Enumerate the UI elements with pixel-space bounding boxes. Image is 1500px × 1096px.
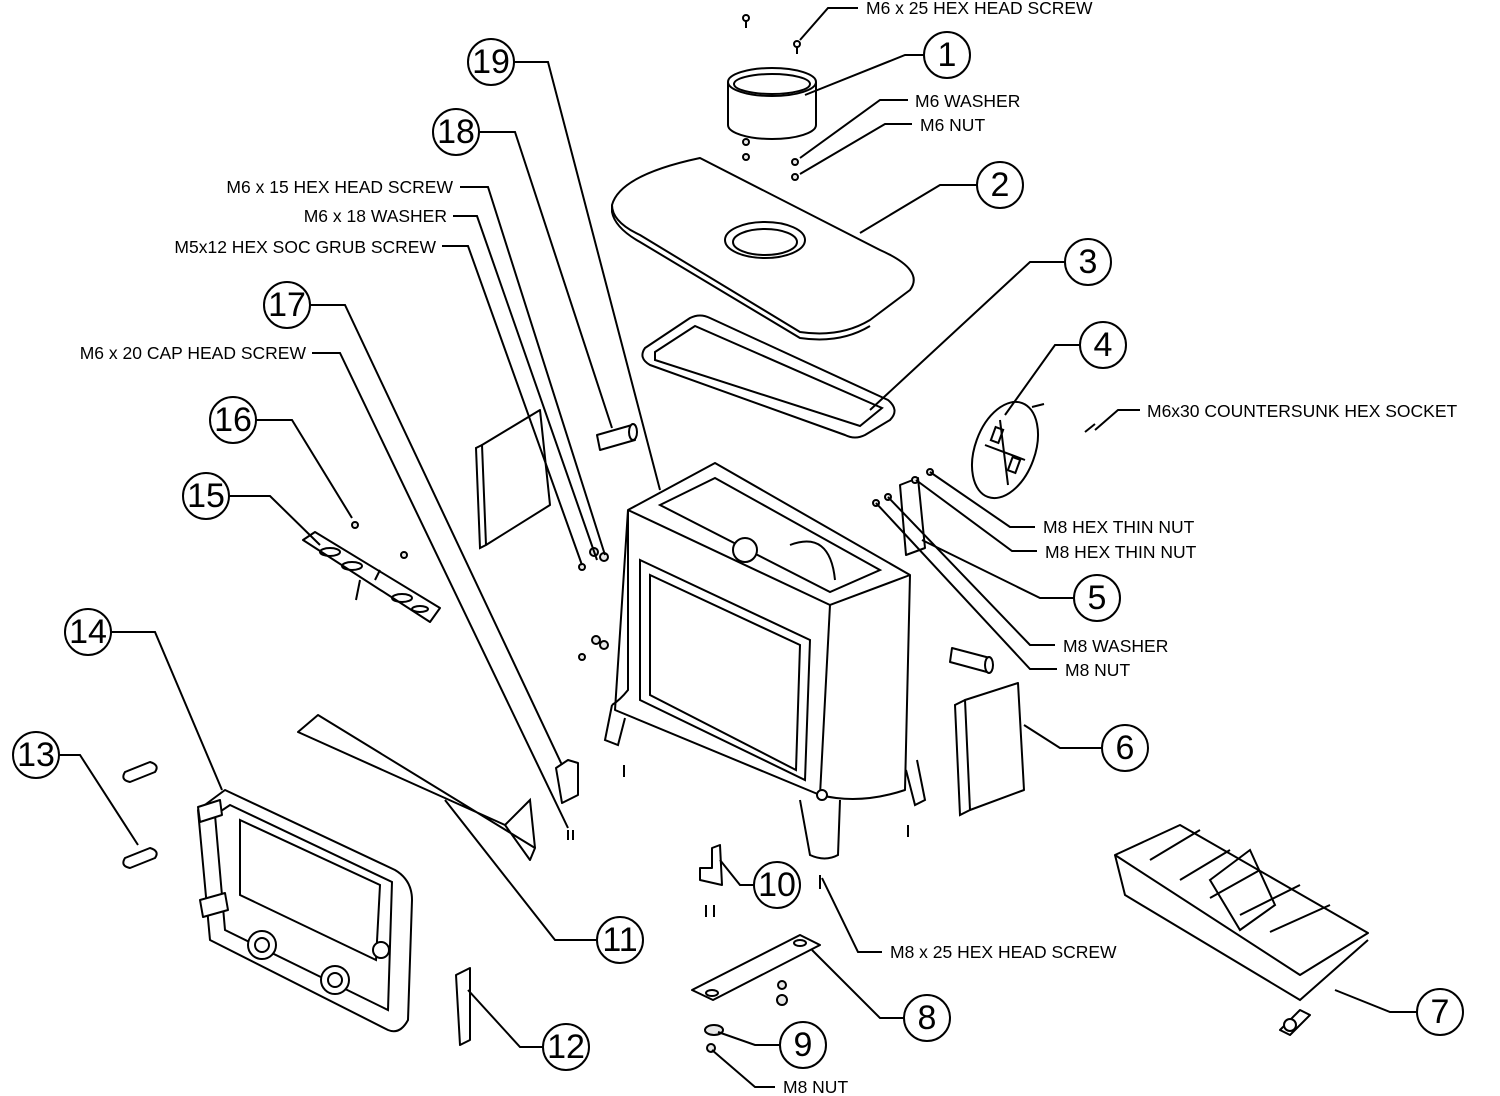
label-m6x15-hex-head-screw: M6 x 15 HEX HEAD SCREW: [226, 177, 453, 197]
balloon-number: 3: [1079, 243, 1098, 281]
part-tubes: [596, 423, 994, 674]
label-m8-washer: M8 WASHER: [1063, 636, 1168, 656]
label-m8-nut-bottom: M8 NUT: [783, 1077, 848, 1096]
balloon-18: 18: [432, 108, 480, 156]
label-m6-nut: M6 NUT: [920, 115, 985, 135]
balloon-7: 7: [1416, 988, 1464, 1036]
balloon-number: 18: [437, 113, 475, 151]
part-screws-top: [742, 14, 801, 181]
balloon-number: 16: [214, 401, 252, 439]
label-m5x12-grub-screw: M5x12 HEX SOC GRUB SCREW: [174, 237, 436, 257]
balloon-number: 5: [1088, 579, 1107, 617]
balloon-number: 1: [938, 36, 957, 74]
part-stove-body: [603, 462, 927, 860]
balloon-1: 1: [923, 31, 971, 79]
balloon-12: 12: [542, 1023, 590, 1071]
part-brick-right: [953, 682, 1025, 817]
balloon-8: 8: [903, 994, 951, 1042]
part-baffle: [302, 531, 441, 623]
balloon-14: 14: [64, 608, 112, 656]
part-throat-plate: [297, 714, 536, 861]
balloon-number: 15: [187, 477, 225, 515]
part-bracket-17: [555, 759, 579, 840]
part-brick-left: [474, 409, 551, 550]
balloon-number: 13: [17, 736, 55, 774]
balloon-10: 10: [753, 861, 801, 909]
balloon-number: 12: [547, 1028, 585, 1066]
leader-lines: [59, 7, 1417, 1088]
balloon-number: 11: [602, 921, 637, 959]
balloon-number: 19: [472, 43, 510, 81]
balloon-number: 10: [758, 866, 796, 904]
balloon-number: 7: [1431, 993, 1450, 1031]
part-hinge-pins: [122, 761, 158, 869]
balloon-15: 15: [182, 472, 230, 520]
label-m8-nut: M8 NUT: [1065, 660, 1130, 680]
balloon-4: 4: [1079, 321, 1127, 369]
balloon-13: 13: [12, 731, 60, 779]
part-door: [197, 789, 413, 1033]
balloon-number: 2: [991, 166, 1010, 204]
label-m8-hex-thin-nut-1: M8 HEX THIN NUT: [1043, 517, 1195, 537]
balloon-9: 9: [779, 1021, 827, 1069]
balloon-5: 5: [1073, 574, 1121, 622]
part-washer-nut-9: [704, 1024, 724, 1053]
label-m6x30-countersunk: M6x30 COUNTERSUNK HEX SOCKET: [1147, 401, 1458, 421]
balloon-number: 17: [268, 286, 306, 324]
balloon-number: 8: [918, 999, 937, 1037]
label-m8x25-hex-head-screw: M8 x 25 HEX HEAD SCREW: [890, 942, 1117, 962]
label-m6x25-hex-head-screw: M6 x 25 HEX HEAD SCREW: [866, 0, 1093, 18]
balloon-2: 2: [976, 161, 1024, 209]
balloon-17: 17: [263, 281, 311, 329]
part-door-handle: [455, 967, 471, 1046]
balloon-16: 16: [209, 396, 257, 444]
balloon-19: 19: [467, 38, 515, 86]
balloon-6: 6: [1101, 724, 1149, 772]
part-top-plate: [611, 157, 915, 341]
part-catch-10: [699, 844, 723, 917]
label-m6-washer: M6 WASHER: [915, 91, 1020, 111]
balloon-number: 4: [1094, 326, 1113, 364]
part-small-fixings: [351, 521, 909, 889]
balloon-number: 9: [794, 1026, 813, 1064]
balloon-number: 14: [69, 613, 107, 651]
balloon-3: 3: [1064, 238, 1112, 286]
part-bracket-8: [691, 934, 821, 1006]
part-flue-collar: [727, 67, 817, 140]
part-top-gasket: [641, 314, 896, 439]
part-grate: [1114, 824, 1369, 1036]
balloon-number: 6: [1116, 729, 1135, 767]
part-flue-blanking-plate: [971, 400, 1096, 500]
label-m6x18-washer: M6 x 18 WASHER: [304, 206, 447, 226]
label-m6x20-cap-head-screw: M6 x 20 CAP HEAD SCREW: [80, 343, 307, 363]
label-m8-hex-thin-nut-2: M8 HEX THIN NUT: [1045, 542, 1197, 562]
balloon-11: 11: [596, 916, 644, 964]
